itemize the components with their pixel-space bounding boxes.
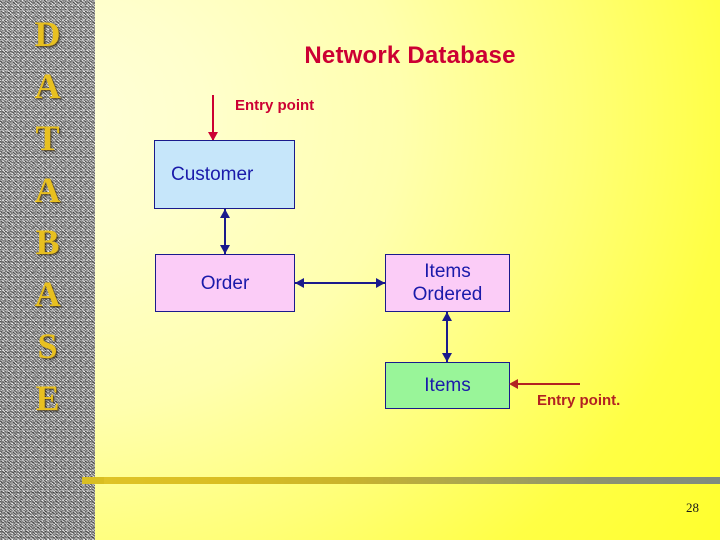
entry-point-bottom-arrowhead-icon [509,379,518,389]
entity-node-items-ordered[interactable]: Items Ordered [385,254,510,312]
connector-customer-order-arrowhead-down-icon [220,245,230,254]
connector-customer-order-arrowhead-up-icon [220,209,230,218]
sidebar-database-banner: D A T A B A S E [0,0,95,540]
connector-order-items-ordered-arrowhead-left-icon [295,278,304,288]
sidebar-vertical-word: D A T A B A S E [0,8,95,424]
entity-node-items-ordered-label: Items Ordered [413,260,483,306]
sidebar-letter-5: B [35,222,60,262]
entity-node-customer-label: Customer [171,164,254,185]
page-number: 28 [686,500,699,515]
connector-items-ordered-items-line [446,312,448,362]
sidebar-letter-4: A [34,170,61,210]
entity-node-items-label: Items [424,375,471,396]
entity-node-order[interactable]: Order [155,254,295,312]
entity-node-items[interactable]: Items [385,362,510,409]
sidebar-letter-3: T [35,118,60,158]
connector-items-ordered-items-arrowhead-up-icon [442,312,452,321]
entry-point-top-arrowhead-icon [208,132,218,141]
entry-point-bottom-label: Entry point. [537,392,621,409]
sidebar-letter-7: S [37,326,58,366]
entry-point-top-label: Entry point [235,97,315,114]
entity-node-items-ordered-label-line1: Items [424,261,471,282]
connector-order-items-ordered-arrowhead-right-icon [376,278,385,288]
connector-order-items-ordered-line [295,282,385,284]
entry-point-top-arrow-line [212,95,214,140]
entity-node-customer[interactable]: Customer [154,140,295,209]
footer-decorative-bar [82,477,720,484]
connector-customer-order-line [224,209,226,254]
sidebar-letter-6: A [34,274,61,314]
slide-title: Network Database [304,42,516,69]
sidebar-letter-8: E [35,378,60,418]
sidebar-letter-1: D [34,14,61,54]
sidebar-letter-2: A [34,66,61,106]
footer-decorative-bar-cap [82,477,104,484]
entity-node-items-ordered-label-line2: Ordered [412,284,483,305]
entry-point-bottom-arrow-line [517,383,580,385]
connector-items-ordered-items-arrowhead-down-icon [442,353,452,362]
entity-node-order-label: Order [200,272,250,294]
